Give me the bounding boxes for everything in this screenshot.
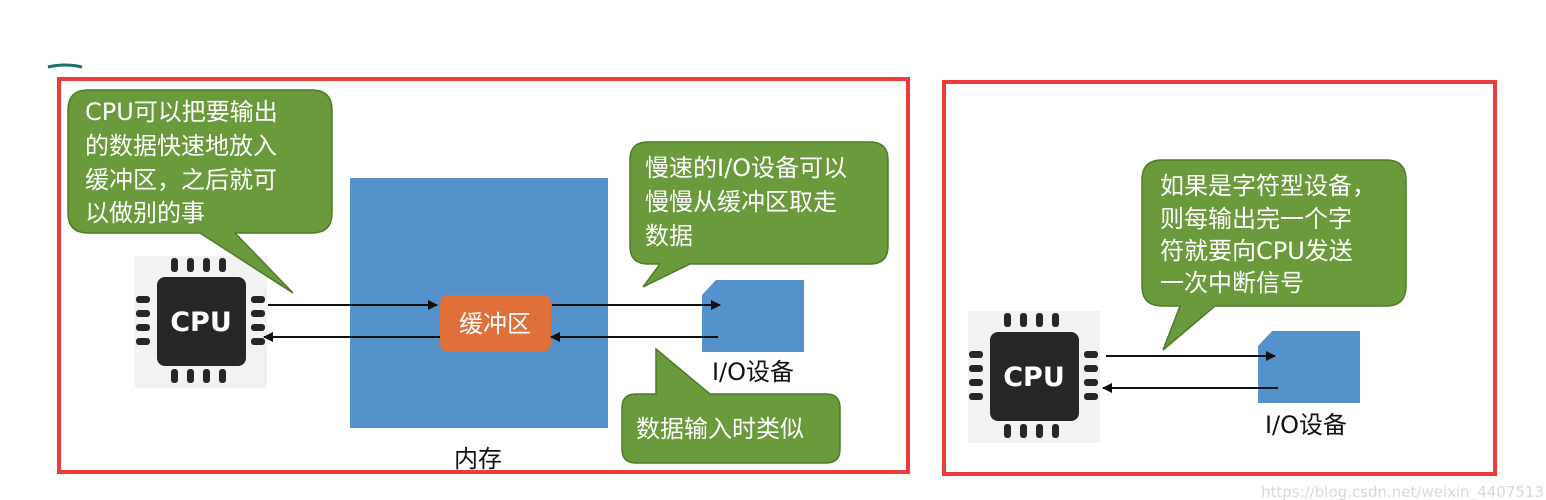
callout-char-line-1: 如果是字符型设备， [1160,172,1376,200]
callout-cpu: CPU可以把要输出 的数据快速地放入 缓冲区，之后就可 以做别的事 [67,89,333,294]
cpu-label-right: CPU [1003,362,1065,393]
callout-char-line-2: 则每输出完一个字 [1160,205,1352,233]
callout-char-line-4: 一次中断信号 [1160,269,1304,297]
io-device-label-left: I/O设备 [712,358,794,386]
callout-device-line-1: 慢速的I/O设备可以 [645,154,847,182]
left-panel-frame [57,77,910,474]
buffer-label: 缓冲区 [459,310,531,338]
callout-cpu-line-2: 的数据快速地放入 [85,132,277,160]
cpu-label-left: CPU [170,307,232,338]
callout-device-line-3: 数据 [645,222,693,250]
right-panel: CPU I/O设备 如果是字符型设备， 则每输出完一个字 符就要向CPU发送 一… [942,80,1497,476]
cpu-chip-icon-right: CPU [968,311,1100,443]
buffer-block [440,295,551,352]
callout-input: 数据输入时类似 [621,347,841,464]
memory-label: 内存 [454,445,502,473]
callout-char-device: 如果是字符型设备， 则每输出完一个字 符就要向CPU发送 一次中断信号 [1141,159,1407,351]
callout-char-line-3: 符就要向CPU发送 [1160,237,1353,265]
io-device-icon-left [702,280,804,352]
watermark-text: https://blog.csdn.net/weixin_4407513 [1261,483,1544,500]
left-panel: 内存 CPU [57,77,910,474]
callout-device: 慢速的I/O设备可以 慢慢从缓冲区取走 数据 [629,141,889,288]
io-device-label-right: I/O设备 [1265,411,1347,439]
callout-cpu-line-4: 以做别的事 [85,199,205,227]
header-accent-mark [47,63,83,69]
callout-cpu-line-3: 缓冲区，之后就可 [85,166,277,194]
io-device-icon-right [1258,331,1360,403]
callout-input-line-1: 数据输入时类似 [636,415,804,443]
callout-cpu-line-1: CPU可以把要输出 [85,98,278,126]
right-panel-frame [942,80,1497,476]
callout-device-line-2: 慢慢从缓冲区取走 [645,188,837,216]
cpu-chip-icon: CPU [135,256,267,388]
